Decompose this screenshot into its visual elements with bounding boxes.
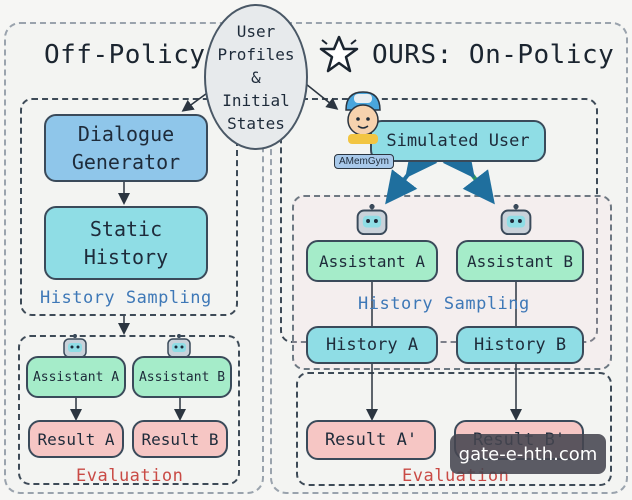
history-sampling-label-left: History Sampling	[40, 288, 212, 308]
history-a-box: History A	[306, 326, 438, 364]
history-b-box: History B	[456, 326, 584, 364]
star-icon	[318, 34, 360, 76]
assistant-b-box-right: Assistant B	[456, 240, 584, 282]
history-sampling-region-left	[20, 98, 238, 316]
result-a-prime-box: Result A'	[306, 420, 436, 460]
amemgym-badge: AMemGym	[334, 154, 394, 169]
dialogue-generator-box: Dialogue Generator	[44, 114, 208, 182]
user-avatar-icon	[338, 88, 388, 144]
result-b-box-left: Result B	[132, 420, 228, 458]
on-policy-title: OURS: On-Policy	[372, 40, 615, 70]
history-sampling-label-right: History Sampling	[358, 294, 530, 314]
evaluation-region-right	[296, 372, 612, 486]
robot-icon	[164, 334, 194, 360]
robot-icon	[352, 204, 392, 238]
assistant-b-box-left: Assistant B	[132, 356, 232, 398]
robot-icon	[496, 204, 536, 238]
assistant-a-box-right: Assistant A	[306, 240, 438, 282]
off-policy-title: Off-Policy	[44, 40, 206, 70]
simulated-user-box: Simulated User	[370, 120, 546, 162]
evaluation-region-left	[18, 335, 240, 485]
assistant-a-box-left: Assistant A	[26, 356, 126, 398]
evaluation-label-left: Evaluation	[76, 466, 184, 486]
user-profiles-label: User Profiles & Initial States	[217, 21, 295, 133]
user-profiles-oval: User Profiles & Initial States	[204, 4, 308, 150]
watermark: gate-e-hth.com	[450, 434, 606, 474]
simulation-region-right	[280, 98, 598, 343]
result-a-box-left: Result A	[28, 420, 124, 458]
static-history-box: Static History	[44, 206, 208, 280]
